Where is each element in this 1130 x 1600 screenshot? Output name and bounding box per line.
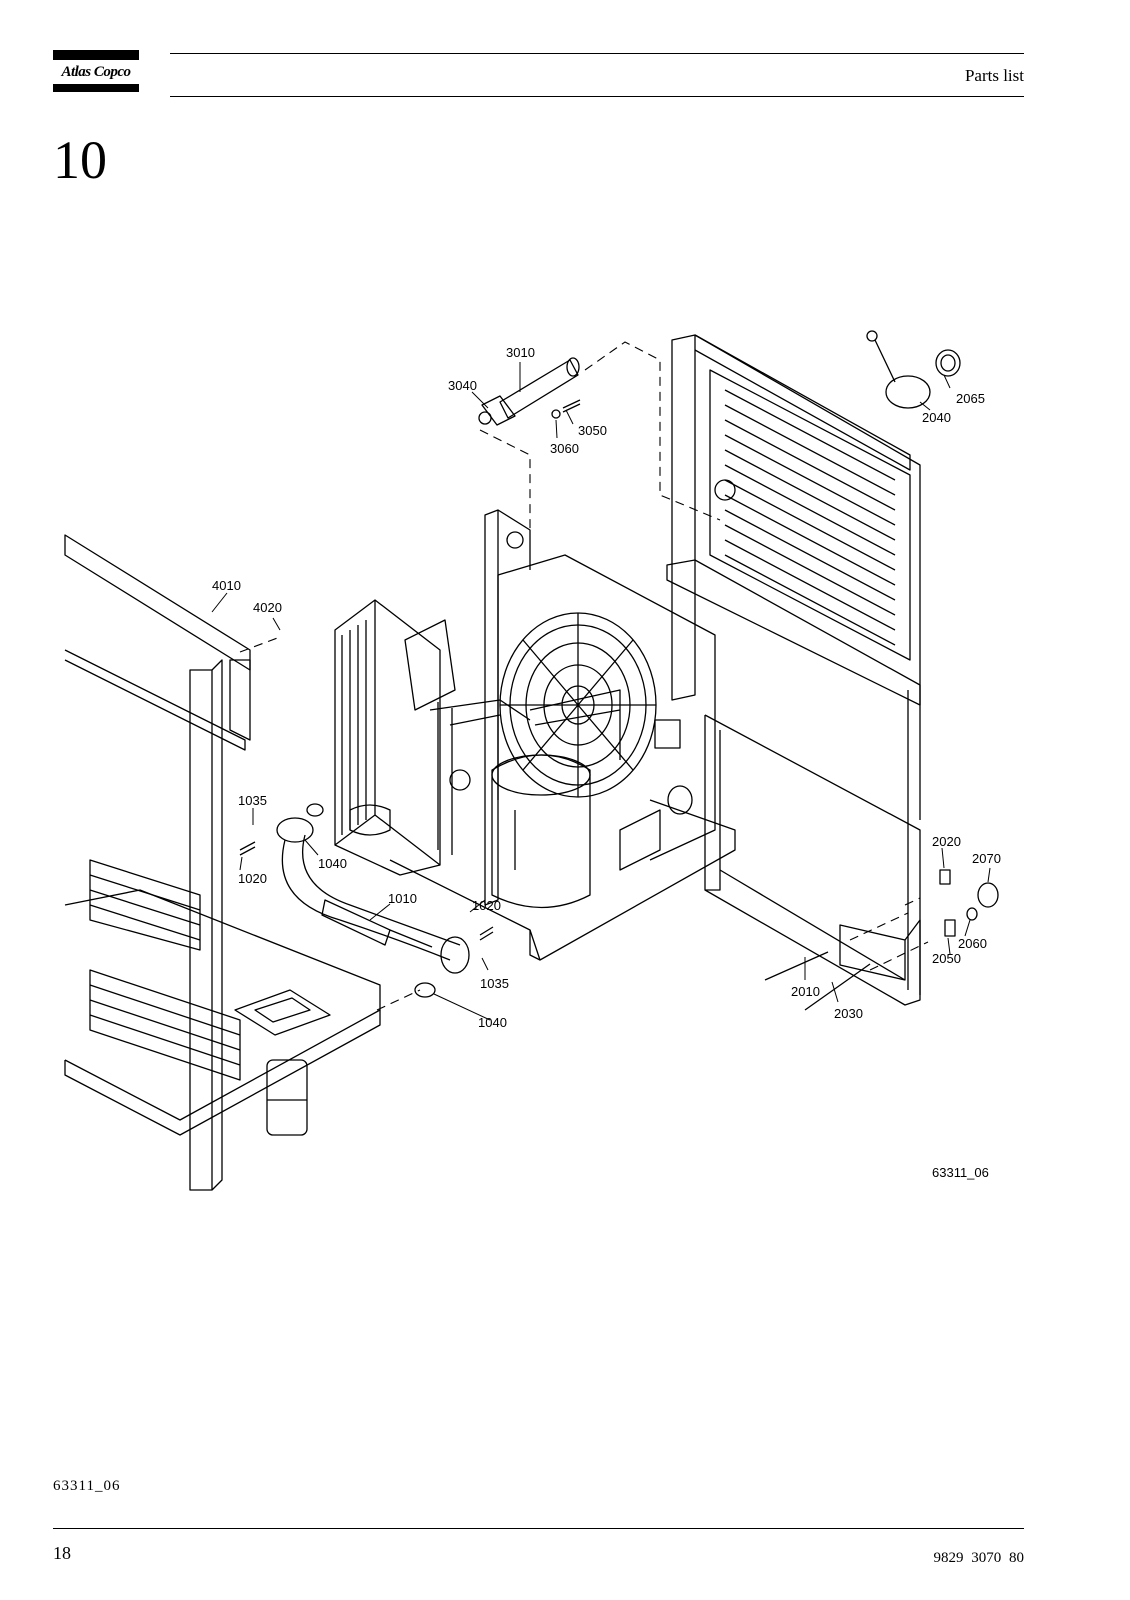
- callout-label: 2020: [932, 834, 961, 849]
- callout-label: 1035: [238, 793, 267, 808]
- footer-rule: [53, 1528, 1024, 1529]
- callout-label: 1040: [318, 856, 347, 871]
- figure-reference: 63311_06: [932, 1165, 989, 1180]
- base-plate: [389, 799, 736, 961]
- callout-label: 2050: [932, 951, 961, 966]
- page-number: 18: [53, 1543, 71, 1563]
- fan-housing: [484, 509, 716, 906]
- callout-label: 4020: [253, 600, 282, 615]
- callout-label: 1040: [478, 1015, 507, 1030]
- top-fittings: [478, 357, 581, 426]
- callout-labels: 3010 3040 3050 3060 2040 2065 4010 4020 …: [212, 345, 1001, 1180]
- callout-label: 2030: [834, 1006, 863, 1021]
- callout-label: 3060: [550, 441, 579, 456]
- small-fittings: [764, 869, 999, 1011]
- callout-label: 4010: [212, 578, 241, 593]
- callout-label: 2010: [791, 984, 820, 999]
- hose-assembly: [239, 803, 494, 998]
- compressor: [429, 689, 621, 909]
- ball-valve: [866, 330, 961, 409]
- callout-leaders: [211, 362, 991, 1021]
- callout-label: 2065: [956, 391, 985, 406]
- callout-label: 3010: [506, 345, 535, 360]
- atlas-copco-logo: Atlas Copco: [53, 50, 139, 94]
- header-rule-top: [170, 53, 1024, 54]
- screen-panel: [666, 334, 921, 1006]
- logo-bar-bottom: [53, 84, 139, 92]
- callout-label: 2060: [958, 936, 987, 951]
- condenser-coil: [334, 599, 456, 876]
- left-frame: [64, 534, 381, 1191]
- header-title: Parts list: [964, 66, 1024, 85]
- callout-label: 3050: [578, 423, 607, 438]
- assembly-guide-lines: [239, 341, 929, 1011]
- callout-label: 3040: [448, 378, 477, 393]
- callout-label: 1020: [238, 871, 267, 886]
- exploded-parts-diagram: 3010 3040 3050 3060 2040 2065 4010 4020 …: [64, 330, 1001, 1191]
- header-rule-bottom: [170, 96, 1024, 97]
- document-number: 9829 3070 80: [933, 1550, 1025, 1566]
- callout-label: 2070: [972, 851, 1001, 866]
- callout-label: 2040: [922, 410, 951, 425]
- drawing-reference: 63311_06: [53, 1478, 121, 1494]
- callout-label: 1010: [388, 891, 417, 906]
- logo-bar-top: [53, 50, 139, 60]
- section-number: 10: [53, 130, 107, 190]
- callout-label: 1020: [472, 898, 501, 913]
- callout-label: 1035: [480, 976, 509, 991]
- logo-wordmark: Atlas Copco: [61, 64, 131, 80]
